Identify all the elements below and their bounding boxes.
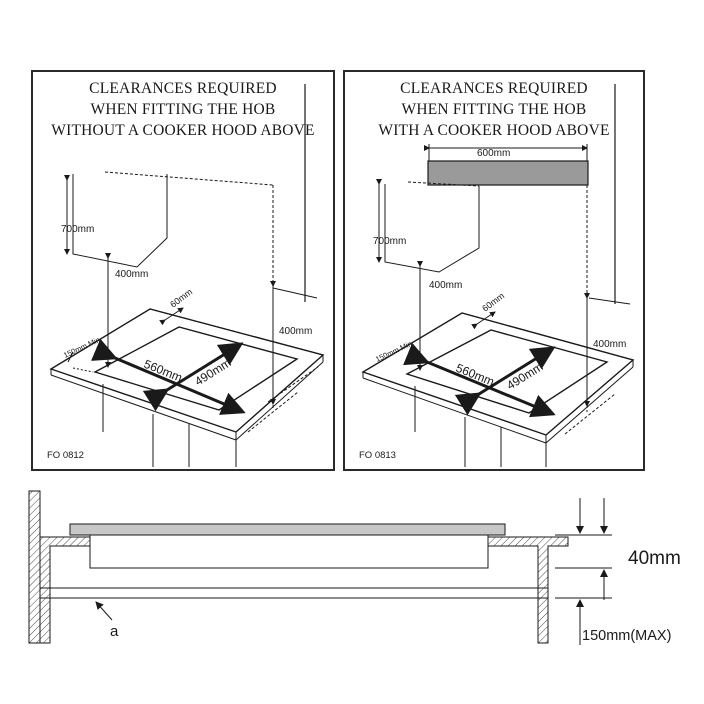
label-40mm: 40mm bbox=[628, 548, 681, 569]
hood-line bbox=[104, 171, 274, 186]
hob-body bbox=[89, 534, 489, 569]
label-60: 60mm bbox=[168, 287, 194, 310]
title-line-3: WITHOUT A COOKER HOOD ABOVE bbox=[51, 122, 315, 139]
label-400-height: 400mm bbox=[429, 280, 462, 291]
dim-490 bbox=[142, 342, 244, 412]
title-line-1: CLEARANCES REQUIRED bbox=[89, 80, 277, 97]
clearance-diagram-no-hood: 700mm 400mm 400mm 60mm 150mm Min. 560mm … bbox=[49, 84, 325, 467]
label-600: 600mm bbox=[477, 148, 510, 159]
left-worktop bbox=[39, 536, 91, 644]
label-560: 560mm bbox=[142, 357, 184, 385]
title-line-1: CLEARANCES REQUIRED bbox=[400, 80, 588, 97]
dim-60 bbox=[471, 311, 496, 330]
figure-code: FO 0812 bbox=[47, 450, 84, 461]
panel-title: CLEARANCES REQUIRED WHEN FITTING THE HOB… bbox=[345, 78, 643, 141]
label-700: 700mm bbox=[61, 224, 94, 235]
label-150-min: 150mm Min. bbox=[374, 338, 415, 364]
label-400-side: 400mm bbox=[593, 339, 626, 350]
panel-title: CLEARANCES REQUIRED WHEN FITTING THE HOB… bbox=[33, 78, 333, 141]
label-560: 560mm bbox=[454, 361, 496, 389]
clearance-diagram-with-hood: 600mm 700mm 400mm 400mm 60mm 150mm Min. … bbox=[361, 84, 635, 467]
title-line-3: WITH A COOKER HOOD ABOVE bbox=[378, 122, 610, 139]
dim-60 bbox=[159, 307, 184, 326]
wall-cabinet bbox=[384, 184, 480, 273]
cooker-hood bbox=[427, 160, 589, 186]
label-400-height: 400mm bbox=[115, 269, 148, 280]
wall-cabinet bbox=[72, 174, 168, 268]
right-worktop bbox=[487, 536, 569, 644]
label-60: 60mm bbox=[480, 291, 506, 314]
hob-cutout bbox=[405, 329, 609, 414]
label-150mm-max: 150mm(MAX) bbox=[582, 628, 671, 644]
label-700: 700mm bbox=[373, 236, 406, 247]
callout-a: a bbox=[110, 623, 119, 640]
label-400-side: 400mm bbox=[279, 326, 312, 337]
label-150-min: 150mm Min. bbox=[62, 334, 103, 360]
left-wall bbox=[28, 490, 41, 644]
panel-without-hood: CLEARANCES REQUIRED WHEN FITTING THE HOB… bbox=[31, 70, 335, 471]
title-line-2: WHEN FITTING THE HOB bbox=[90, 101, 276, 118]
dim-490 bbox=[454, 346, 556, 416]
hob-plate bbox=[69, 523, 506, 536]
panel-with-hood: CLEARANCES REQUIRED WHEN FITTING THE HOB… bbox=[343, 70, 645, 471]
figure-code: FO 0813 bbox=[359, 450, 396, 461]
title-line-2: WHEN FITTING THE HOB bbox=[401, 101, 587, 118]
